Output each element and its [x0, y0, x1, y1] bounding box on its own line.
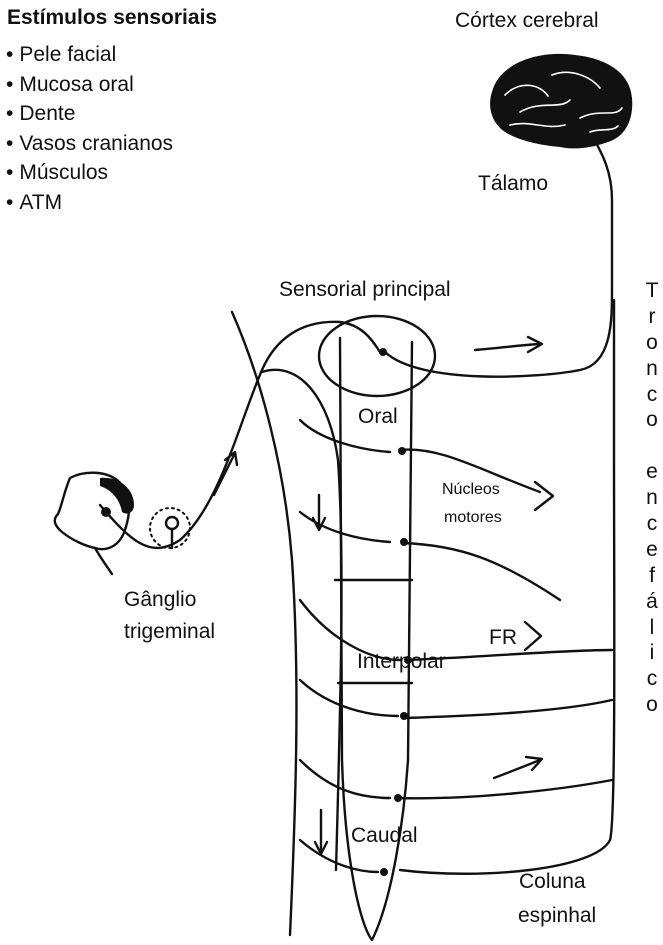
brainstem-outline: [232, 312, 296, 935]
vertical-letter: f: [642, 563, 662, 589]
vertical-letter: l: [642, 615, 662, 641]
vertical-letter: c: [642, 666, 662, 692]
synapse-lower-1: [400, 712, 408, 720]
vertical-letter: r: [642, 304, 662, 330]
vertical-letter: o: [642, 692, 662, 718]
vertical-letter: e: [642, 459, 662, 485]
principal-label: Sensorial principal: [279, 278, 451, 302]
thalamus-label: Tálamo: [478, 172, 548, 196]
list-item: Músculos: [6, 158, 173, 188]
vertical-letter: e: [642, 537, 662, 563]
ascending-tract-lower: [400, 300, 614, 874]
interpolar-label: Interpolar: [357, 650, 446, 674]
branch-motor: [402, 543, 560, 600]
head-ear: [101, 507, 111, 517]
vertical-letter: c: [642, 382, 662, 408]
neck-outline: [95, 548, 112, 574]
vertical-letter: á: [642, 589, 662, 615]
synapse-lower-2: [394, 794, 402, 802]
vertical-letter: i: [642, 640, 662, 666]
ganglion-label-1: Gânglio: [124, 588, 196, 612]
stimuli-title: Estímulos sensoriais: [7, 6, 217, 30]
vertical-letter: o: [642, 330, 662, 356]
fiber-lower-1: [300, 680, 398, 716]
vertical-letter: o: [642, 407, 662, 433]
motor-nuclei-label-1: Núcleos: [442, 480, 500, 499]
vertical-letter: n: [642, 485, 662, 511]
principal-nucleus-ellipse: [319, 316, 435, 396]
synapse-caudal: [380, 868, 388, 876]
ganglion-label-2: trigeminal: [124, 620, 215, 644]
branch-lower-1: [404, 700, 612, 718]
list-item: Vasos cranianos: [6, 129, 173, 159]
vertical-letter: T: [642, 278, 662, 304]
caudal-label: Caudal: [351, 824, 418, 848]
stimuli-list: Pele facial Mucosa oral Dente Vasos cran…: [6, 40, 173, 217]
motor-nuclei-fork: [535, 482, 553, 510]
arrow-ascending-top: [475, 344, 540, 350]
list-item: Mucosa oral: [6, 70, 173, 100]
synapse-oral: [398, 447, 406, 455]
fiber-lower-2: [300, 760, 390, 798]
oral-label: Oral: [358, 405, 398, 429]
trigeminal-nerve: [100, 322, 380, 548]
synapse-motor: [400, 538, 408, 546]
cortex-label: Córtex cerebral: [455, 9, 599, 33]
fiber-motor: [300, 512, 390, 542]
fr-label: FR: [489, 626, 517, 650]
brain-icon: [490, 54, 632, 149]
fr-fork: [525, 622, 541, 650]
synapse-principal: [379, 348, 387, 356]
vertical-letter: [642, 433, 662, 459]
vertical-letter: c: [642, 511, 662, 537]
ascending-tract: [385, 125, 612, 377]
vertical-letter: n: [642, 356, 662, 382]
list-item: Pele facial: [6, 40, 173, 70]
arrow-nerve: [214, 455, 234, 495]
list-item: Dente: [6, 99, 173, 129]
spinal-label-2: espinhal: [518, 904, 596, 928]
list-item: ATM: [6, 188, 173, 218]
motor-nuclei-label-2: motores: [444, 508, 502, 527]
brainstem-vertical-label: T r o n c o e n c e f á l i c o: [642, 278, 662, 718]
branch-lower-2: [398, 780, 612, 798]
spinal-label-1: Coluna: [519, 870, 586, 894]
ganglion-cell: [166, 517, 178, 529]
